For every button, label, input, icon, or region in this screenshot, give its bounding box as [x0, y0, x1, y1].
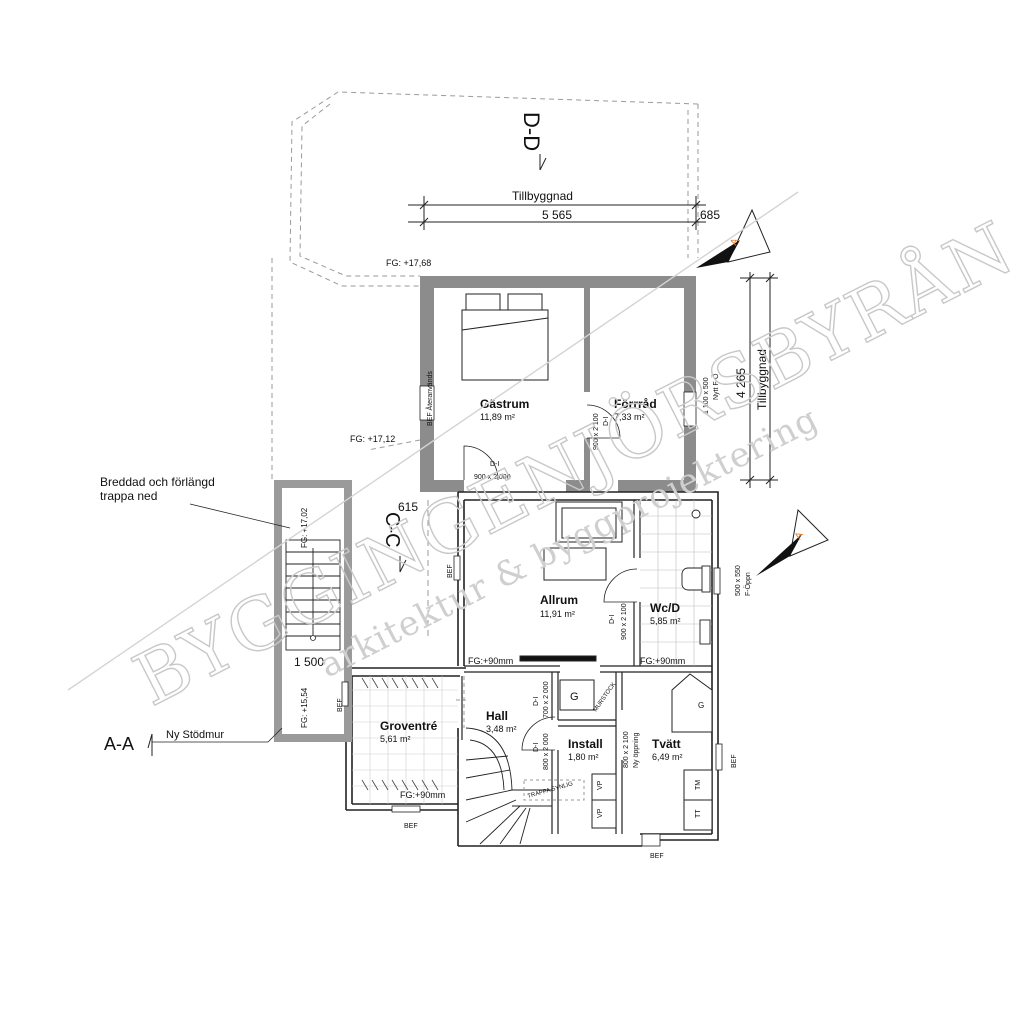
section-dd: D-D	[519, 112, 547, 171]
note-stodmur: Ny Stödmur	[166, 729, 224, 741]
room-tvatt-area: 6,49 m²	[652, 752, 683, 762]
groventre-hooks	[361, 677, 439, 791]
room-hall-name: Hall	[486, 709, 508, 723]
section-aa-label: A-A	[104, 734, 134, 754]
room-tvatt-name: Tvätt	[652, 737, 681, 751]
watermark-rule	[67, 191, 799, 691]
wc-fixtures	[681, 509, 711, 645]
door-swing-wc	[603, 568, 638, 603]
section-cc: C-C	[381, 500, 429, 640]
dim-tillbyggnad-top: Tillbyggnad	[512, 189, 573, 203]
dimension-right	[740, 272, 778, 488]
room-allrum-area: 11,91 m²	[540, 609, 575, 619]
room-gastrum-area: 11,89 m²	[480, 412, 515, 422]
trappsynlig-dashed	[523, 779, 585, 801]
tvatt-fixtures	[559, 673, 713, 831]
level-fg-1702: FG: +17,02	[300, 507, 309, 548]
door-forrad-type: D-I	[603, 417, 610, 426]
dim-width-side: 685	[700, 208, 720, 222]
note-bef-ateranvands: BEF Återanvänds	[425, 371, 434, 426]
room-allrum-name: Allrum	[540, 593, 578, 607]
note-ny-oppning: Ny öppning	[633, 732, 640, 768]
room-hall-area: 3,48 m²	[486, 724, 517, 734]
hall-dashed	[456, 676, 466, 728]
section-cc-label: C-C	[381, 512, 403, 548]
door-hall-size: 700 x 2 000	[543, 681, 550, 718]
room-install-name: Install	[568, 737, 603, 751]
door-gastrum-size: 900 x 2 000	[474, 474, 511, 481]
room-install-area: 1,80 m²	[568, 752, 599, 762]
window-wc	[713, 567, 721, 595]
stair-leader	[189, 503, 291, 529]
level-fg90-wc: FG:+90mm	[640, 656, 685, 666]
note-f-oppn: F-Öppn	[744, 572, 752, 596]
marker-a-top-label: A	[729, 237, 742, 248]
note-stair-line2: trappa ned	[100, 489, 157, 503]
groventre-tiles	[352, 676, 458, 804]
dim-height-main: 4 265	[734, 368, 748, 398]
level-fg-1712: FG: +17,12	[350, 434, 395, 444]
label-tm: TM	[695, 780, 702, 790]
level-fg-1554: FG: +15,54	[300, 687, 309, 728]
note-murstock: MURSTOCK	[593, 682, 618, 713]
note-trappsynlig: TRAPPA SYNLIG	[527, 781, 574, 800]
level-fg90-grov: FG:+90mm	[400, 790, 445, 800]
door-tvatt-size: 800 x 2 100	[623, 731, 630, 768]
label-vp-2: VP	[597, 808, 604, 818]
note-window-1100: 1 100 x 500	[703, 377, 710, 414]
window-bef-tvatt	[715, 743, 723, 771]
dashed-outline	[271, 91, 699, 480]
window-bef-bottom	[641, 833, 661, 847]
bef-stair: BEF	[337, 698, 344, 712]
hall-spiral-stair	[465, 727, 552, 845]
section-marker-a-right: A	[756, 508, 829, 576]
bef-tvatt: BEF	[731, 754, 738, 768]
door-wc-type: D-I	[609, 615, 616, 624]
level-fg-1768: FG: +17,68	[386, 258, 431, 268]
label-g-hall: G	[570, 691, 579, 703]
window-bef-allrum	[453, 555, 461, 581]
section-marker-a-top: A	[696, 208, 771, 268]
note-window-500: 500 x 550	[735, 565, 742, 596]
room-groventre-area: 5,61 m²	[380, 734, 411, 744]
annex-walls	[419, 276, 697, 492]
room-groventre-name: Groventré	[380, 719, 438, 733]
allrum-furniture	[519, 501, 623, 662]
bef-bottom: BEF	[650, 853, 664, 860]
section-dd-label: D-D	[519, 112, 544, 151]
dim-615: 615	[398, 500, 418, 514]
door-hall-type: D-I	[533, 697, 540, 706]
dim-1500: 1 500	[294, 655, 324, 669]
door-swing-gastrum	[463, 445, 499, 481]
section-aa: A-A	[104, 727, 283, 756]
bed	[461, 293, 549, 381]
door-swing-install	[521, 716, 556, 751]
label-vp-1: VP	[597, 780, 604, 790]
door-install-type: D-I	[533, 743, 540, 752]
window-bef-grov	[391, 805, 421, 813]
door-forrad-size: 900 x 2 100	[593, 413, 600, 450]
label-tt: TT	[695, 809, 702, 818]
room-forrad-area: 7,33 m²	[614, 412, 645, 422]
label-g-tvatt: G	[698, 701, 704, 710]
dim-width-main: 5 565	[542, 208, 572, 222]
door-wc-size: 900 x 2 100	[621, 603, 628, 640]
room-forrad-name: Förrråd	[614, 397, 657, 411]
dimension-top	[408, 196, 706, 230]
note-nytt-fo: Nytt F-Ö	[712, 373, 720, 400]
dim-tillbyggnad-side: Tillbyggnad	[755, 349, 769, 410]
marker-a-right-label: A	[793, 530, 806, 541]
note-stair-line1: Breddad och förlängd	[100, 475, 215, 489]
level-fg90-allrum: FG:+90mm	[468, 656, 513, 666]
bef-grov: BEF	[404, 823, 418, 830]
room-wcd-name: Wc/D	[650, 601, 680, 615]
room-wcd-area: 5,85 m²	[650, 616, 681, 626]
door-install-size: 800 x 2 000	[543, 733, 550, 770]
window-bef-stair	[341, 681, 349, 707]
bef-allrum: BEF	[447, 564, 454, 578]
exterior-stair	[274, 480, 352, 742]
door-swing-forrad	[586, 404, 621, 439]
